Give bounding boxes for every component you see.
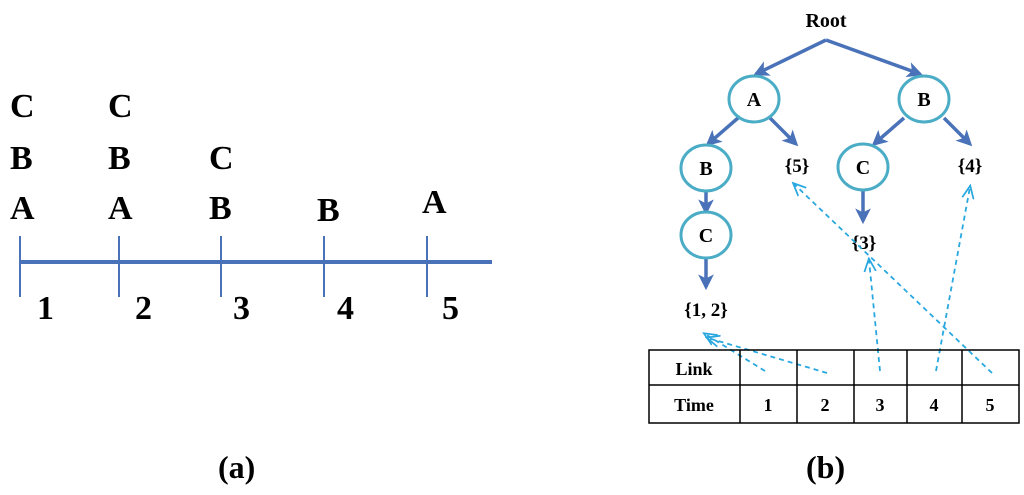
t4-item-b: B	[317, 192, 340, 229]
node-b-top-label: B	[917, 89, 930, 111]
node-c-left: C	[679, 210, 733, 260]
edge-root-b	[825, 38, 923, 78]
tree-root-label: Root	[805, 10, 846, 32]
panel-b: Root A B B C C {5} {4} {3} {1, 2}	[648, 10, 1020, 485]
t5-label: 5	[442, 290, 459, 327]
node-a: A	[727, 74, 781, 124]
node-c-left-label: C	[699, 225, 713, 247]
panel-a: A B C 1 A B C 2 B C 3 B 4 A 5 (a)	[10, 88, 492, 485]
link-time-table	[648, 349, 1020, 424]
t4-label: 4	[337, 290, 354, 327]
t5-item-a: A	[422, 184, 447, 221]
node-b-left: B	[679, 143, 733, 193]
link-pointer-3	[869, 260, 881, 372]
table-time-4: 4	[930, 395, 939, 415]
link-pointer-2	[708, 338, 828, 374]
table-time-3: 3	[876, 395, 885, 415]
t1-item-b: B	[10, 140, 33, 177]
link-pointer-5	[794, 184, 993, 374]
t3-label: 3	[233, 290, 250, 327]
edge-a-5	[768, 116, 799, 147]
t1-item-c: C	[10, 88, 35, 125]
node-b-left-label: B	[699, 158, 712, 180]
node-c-mid-label: C	[856, 157, 870, 179]
node-a-label: A	[747, 89, 762, 111]
node-c-mid: C	[836, 142, 890, 192]
t2-label: 2	[135, 290, 152, 327]
table-time-1: 1	[764, 395, 773, 415]
t3-item-c: C	[209, 140, 234, 177]
t2-item-c: C	[108, 88, 133, 125]
caption-a: (a)	[218, 449, 255, 485]
caption-b: (b)	[806, 449, 845, 485]
link-pointer-4	[935, 187, 970, 372]
leaf-1-2: {1, 2}	[684, 300, 727, 321]
t3-item-b: B	[209, 190, 232, 227]
t2-item-a: A	[108, 190, 133, 227]
table-time-header: Time	[674, 395, 714, 415]
edge-a-b	[705, 116, 740, 147]
leaf-3: {3}	[852, 233, 876, 254]
t1-item-a: A	[10, 190, 35, 227]
table-time-2: 2	[821, 395, 830, 415]
edge-root-a	[753, 38, 827, 76]
table-time-5: 5	[986, 395, 995, 415]
t2-item-b: B	[108, 140, 131, 177]
leaf-5: {5}	[785, 156, 809, 177]
edge-b-4	[942, 116, 973, 147]
node-b-top: B	[897, 74, 951, 124]
edge-b-c	[871, 116, 906, 147]
leaf-4: {4}	[958, 156, 982, 177]
t1-label: 1	[37, 290, 54, 327]
table-link-header: Link	[675, 359, 712, 379]
